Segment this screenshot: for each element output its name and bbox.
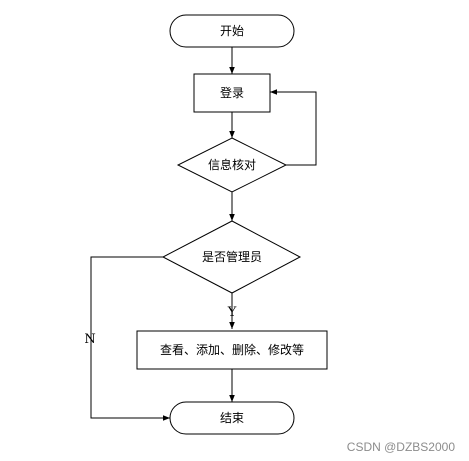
actions-process bbox=[136, 330, 328, 370]
watermark-text: CSDN @DZBS2000 bbox=[346, 440, 455, 454]
start-label: 开始 bbox=[220, 24, 244, 38]
is-admin-label: 是否管理员 bbox=[202, 249, 262, 264]
is-admin-decision bbox=[161, 220, 302, 294]
edge-verify-loop-back bbox=[270, 89, 317, 166]
login-process bbox=[193, 73, 271, 113]
verify-label: 信息核对 bbox=[208, 157, 256, 172]
no-label: N bbox=[84, 332, 95, 347]
edge-admin-end-no bbox=[90, 256, 170, 421]
actions-label: 查看、添加、删除、修改等 bbox=[160, 342, 304, 357]
login-label: 登录 bbox=[220, 85, 244, 100]
start-terminator bbox=[169, 14, 295, 48]
verify-decision bbox=[176, 137, 288, 193]
yes-label: Y bbox=[227, 305, 237, 320]
end-label: 结束 bbox=[220, 411, 244, 425]
end-terminator bbox=[169, 401, 295, 435]
